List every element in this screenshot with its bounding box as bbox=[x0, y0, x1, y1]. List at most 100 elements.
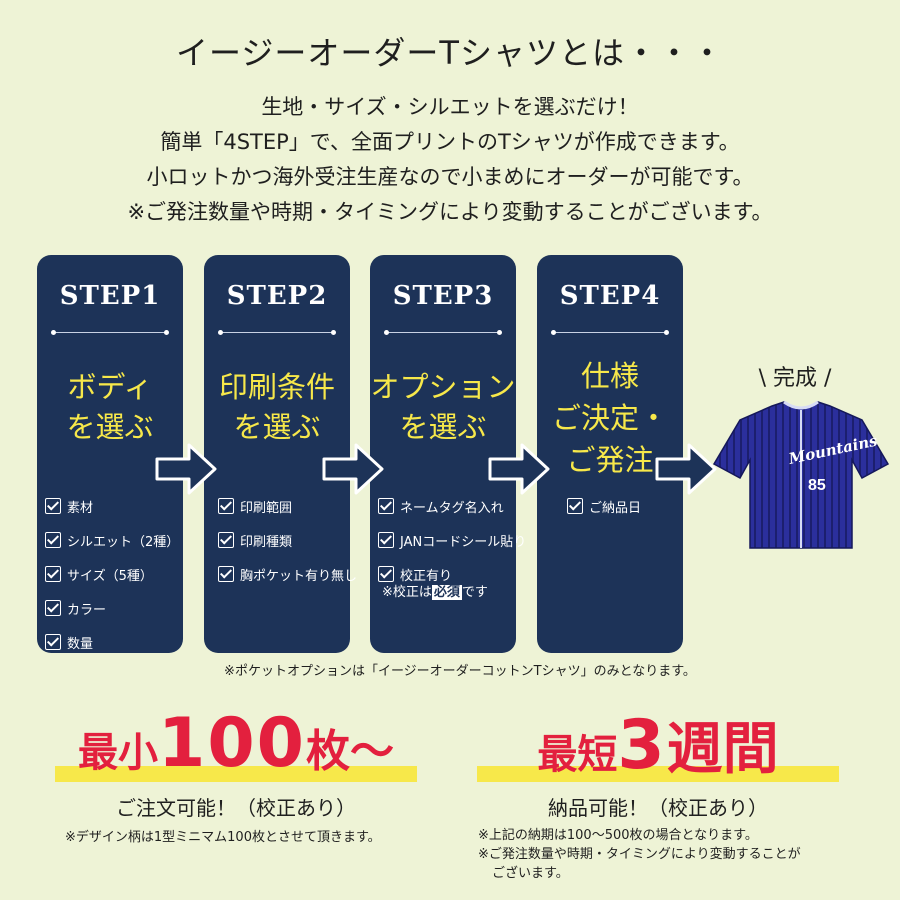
step-3-heading-line-1: オプション bbox=[370, 370, 516, 404]
step-1-label: STEP1 bbox=[59, 281, 161, 311]
checkbox-icon bbox=[218, 498, 234, 514]
pocket-option-note: ※ポケットオプションは「イージーオーダーコットンTシャツ」のみとなります。 bbox=[224, 664, 696, 679]
checklist-item-label: 印刷種類 bbox=[240, 534, 293, 550]
required-badge: 必須 bbox=[431, 585, 462, 600]
yellow-highlight bbox=[55, 766, 417, 782]
lead-time-prefix: 最短 bbox=[537, 732, 618, 778]
lead-time-headline: 最短3週間 bbox=[477, 704, 839, 794]
step-4-label: STEP4 bbox=[559, 281, 661, 311]
min-order-sub: ご注文可能！（校正あり） bbox=[116, 796, 356, 820]
step-2-card: STEP2 印刷条件 を選ぶ 印刷範囲 印刷種類 胸ポケット有り無し bbox=[204, 255, 357, 653]
checklist-item-label: ネームタグ名入れ bbox=[400, 500, 504, 516]
step-4-heading-line-1: 仕様 bbox=[580, 359, 639, 393]
arrow-right-icon bbox=[488, 443, 550, 495]
checklist-item-label: シルエット（2種） bbox=[67, 534, 180, 550]
min-order-text: 最小100枚〜 bbox=[55, 704, 417, 783]
checklist-item-label: 印刷範囲 bbox=[240, 500, 293, 516]
checklist-item-label: JANコードシール貼り bbox=[400, 534, 527, 550]
step-divider bbox=[218, 330, 336, 335]
checklist-item: 素材 bbox=[45, 489, 179, 523]
lead-time-text: 最短3週間 bbox=[477, 704, 839, 785]
step-4-heading-line-2: ご決定・ bbox=[551, 401, 668, 435]
checklist-item: ご納品日 bbox=[567, 489, 679, 523]
step-1-heading: ボディ を選ぶ bbox=[37, 367, 183, 447]
step-divider bbox=[551, 330, 669, 335]
step-2-checklist: 印刷範囲 印刷種類 胸ポケット有り無し bbox=[218, 489, 357, 591]
checkbox-icon bbox=[45, 566, 61, 582]
checklist-item-label: サイズ（5種） bbox=[67, 568, 153, 584]
checkbox-icon bbox=[45, 498, 61, 514]
arrow-right-icon bbox=[655, 443, 717, 495]
min-order-headline: 最小100枚〜 bbox=[55, 704, 417, 794]
jersey-number: 85 bbox=[808, 477, 826, 494]
step-1-heading-line-1: ボディ bbox=[67, 370, 153, 404]
intro-line-3: 小ロットかつ海外受注生産なので小まめにオーダーが可能です。 bbox=[146, 165, 754, 189]
checklist-item: 数量 bbox=[45, 625, 179, 659]
checklist-item-label: 校正有り bbox=[400, 568, 453, 584]
min-order-suffix: 枚〜 bbox=[305, 726, 394, 777]
lead-time-note-1: ※上記の納期は100〜500枚の場合となります。 bbox=[478, 828, 758, 843]
checklist-item-label: ご納品日 bbox=[589, 500, 642, 516]
checklist-item: 印刷範囲 bbox=[218, 489, 346, 523]
step-3-label: STEP3 bbox=[392, 281, 494, 311]
checklist-item: 胸ポケット有り無し bbox=[218, 557, 357, 591]
checklist-item-label: 素材 bbox=[67, 500, 94, 516]
lead-time-number: 3 bbox=[617, 706, 667, 785]
complete-label: 完成 bbox=[772, 366, 817, 391]
yellow-highlight bbox=[477, 766, 839, 782]
step-2-heading-line-2: を選ぶ bbox=[233, 410, 321, 444]
baseball-jersey-image: Mountains 85 bbox=[712, 400, 890, 549]
checklist-item: 印刷種類 bbox=[218, 523, 346, 557]
lead-time-note-2: ※ご発注数量や時期・タイミングにより変動することが bbox=[478, 847, 801, 862]
slash-left-icon: \ bbox=[758, 366, 773, 391]
intro-line-2: 簡単「4STEP」で、全面プリントのTシャツが作成できます。 bbox=[160, 130, 740, 154]
step-2-heading-line-1: 印刷条件 bbox=[218, 370, 335, 404]
min-order-note: ※デザイン柄は1型ミニマム100枚とさせて頂きます。 bbox=[65, 830, 381, 845]
step-1-checklist: 素材 シルエット（2種） サイズ（5種） カラー 数量 bbox=[45, 489, 179, 659]
checkbox-icon bbox=[218, 566, 234, 582]
checklist-item: シルエット（2種） bbox=[45, 523, 179, 557]
lead-time-sub: 納品可能！（校正あり） bbox=[548, 796, 768, 820]
min-order-prefix: 最小 bbox=[78, 730, 159, 776]
checklist-item: JANコードシール貼り bbox=[378, 523, 526, 557]
step-3-heading: オプション を選ぶ bbox=[370, 367, 516, 447]
complete-label-group: \ 完成 / bbox=[740, 360, 850, 392]
step-4-card: STEP4 仕様 ご決定・ ご発注 ご納品日 bbox=[537, 255, 683, 653]
checkbox-icon bbox=[567, 498, 583, 514]
step-4-checklist: ご納品日 bbox=[567, 489, 679, 523]
arrow-right-icon bbox=[322, 443, 384, 495]
checkbox-icon bbox=[378, 566, 394, 582]
checkbox-icon bbox=[45, 600, 61, 616]
step-1-heading-line-2: を選ぶ bbox=[66, 410, 154, 444]
intro-line-1: 生地・サイズ・シルエットを選ぶだけ！ bbox=[261, 95, 639, 119]
step-divider bbox=[384, 330, 502, 335]
checklist-item: 校正有り bbox=[378, 557, 512, 591]
step-4-heading-line-3: ご発注 bbox=[566, 443, 654, 477]
proof-required-note: ※校正は必須です bbox=[378, 581, 488, 600]
step-3-heading-line-2: を選ぶ bbox=[399, 410, 487, 444]
intro-text: 生地・サイズ・シルエットを選ぶだけ！ 簡単「4STEP」で、全面プリントのTシャ… bbox=[0, 90, 900, 230]
arrow-right-icon bbox=[155, 443, 217, 495]
checkbox-icon bbox=[378, 498, 394, 514]
slash-right-icon: / bbox=[817, 366, 832, 391]
checklist-item-label: 数量 bbox=[67, 636, 94, 652]
note-prefix: ※校正は bbox=[382, 585, 432, 600]
lead-time-note-3: ございます。 bbox=[492, 866, 569, 881]
intro-line-4: ※ご発注数量や時期・タイミングにより変動することがございます。 bbox=[127, 200, 773, 224]
step-divider bbox=[51, 330, 169, 335]
checklist-item-label: カラー bbox=[67, 602, 107, 618]
step-3-checklist: ネームタグ名入れ JANコードシール貼り 校正有り bbox=[378, 489, 526, 591]
checklist-item: サイズ（5種） bbox=[45, 557, 179, 591]
step-3-card: STEP3 オプション を選ぶ ネームタグ名入れ JANコードシール貼り 校正有… bbox=[370, 255, 526, 653]
note-suffix: です bbox=[461, 585, 488, 600]
checkbox-icon bbox=[45, 634, 61, 650]
checklist-item: ネームタグ名入れ bbox=[378, 489, 512, 523]
checklist-item: カラー bbox=[45, 591, 179, 625]
step-2-label: STEP2 bbox=[226, 281, 328, 311]
page-title: イージーオーダーTシャツとは・・・ bbox=[176, 34, 724, 72]
checklist-item-label: 胸ポケット有り無し bbox=[240, 568, 358, 584]
lead-time-suffix: 週間 bbox=[666, 717, 779, 782]
min-order-number: 100 bbox=[158, 704, 306, 783]
lead-time-notes: ※上記の納期は100〜500枚の場合となります。 ※ご発注数量や時期・タイミング… bbox=[478, 826, 801, 883]
step-2-heading: 印刷条件 を選ぶ bbox=[204, 367, 350, 447]
